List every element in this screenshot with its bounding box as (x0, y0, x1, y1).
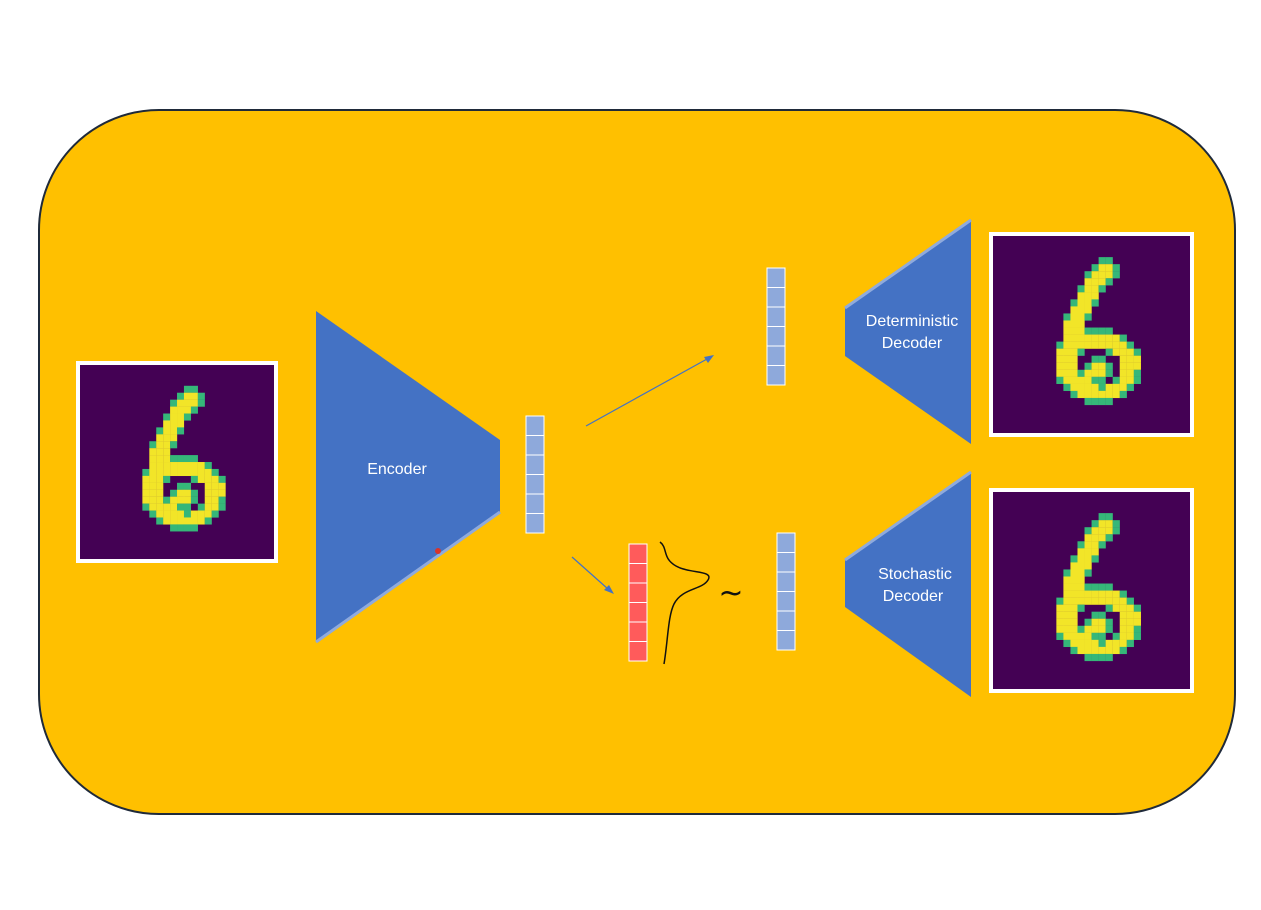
arrow-to-stochastic (571, 556, 614, 594)
gaussian-distribution-curve (659, 541, 710, 665)
stochastic-decoder-label-line1: Stochastic (878, 566, 952, 583)
latent-cell (525, 454, 545, 475)
latent-cell (628, 563, 648, 584)
latent-cell (525, 513, 545, 534)
deterministic-decoder-label-line2: Decoder (882, 335, 943, 352)
deterministic-latent-vector (766, 267, 786, 386)
stochastic-decoder: Stochastic Decoder (844, 470, 972, 697)
latent-cell (628, 543, 648, 564)
latent-cell (766, 365, 786, 386)
latent-cell (766, 326, 786, 347)
deterministic-output-image (989, 232, 1194, 437)
latent-cell (525, 435, 545, 456)
encoder-label: Encoder (367, 461, 427, 478)
latent-cell (776, 610, 796, 631)
sampling-symbol: ~ (718, 576, 743, 611)
stochastic-decoder-shape (845, 472, 971, 697)
sampled-latent-vector (628, 543, 648, 662)
latent-cell (776, 591, 796, 612)
stochastic-output-image (989, 488, 1194, 693)
input-image (76, 361, 278, 563)
latent-cell (628, 641, 648, 662)
deterministic-decoder-shape (845, 220, 971, 444)
latent-cell (766, 345, 786, 366)
latent-cell (628, 621, 648, 642)
deterministic-decoder: Deterministic Decoder (844, 218, 972, 444)
latent-cell (525, 474, 545, 495)
encoder-latent-vector (525, 415, 545, 534)
latent-cell (776, 552, 796, 573)
latent-cell (766, 306, 786, 327)
latent-cell (776, 630, 796, 651)
latent-cell (766, 287, 786, 308)
latent-cell (776, 532, 796, 553)
encoder-shape (316, 311, 500, 642)
latent-cell (525, 415, 545, 436)
latent-cell (525, 493, 545, 514)
marker-dot (435, 548, 441, 554)
deterministic-decoder-label-line1: Deterministic (866, 313, 958, 330)
latent-cell (628, 582, 648, 603)
latent-cell (628, 602, 648, 623)
stochastic-decoder-label-line2: Decoder (883, 588, 944, 605)
arrow-to-deterministic (585, 355, 714, 427)
stochastic-latent-vector (776, 532, 796, 651)
latent-cell (776, 571, 796, 592)
encoder: Encoder (315, 311, 501, 644)
latent-cell (766, 267, 786, 288)
